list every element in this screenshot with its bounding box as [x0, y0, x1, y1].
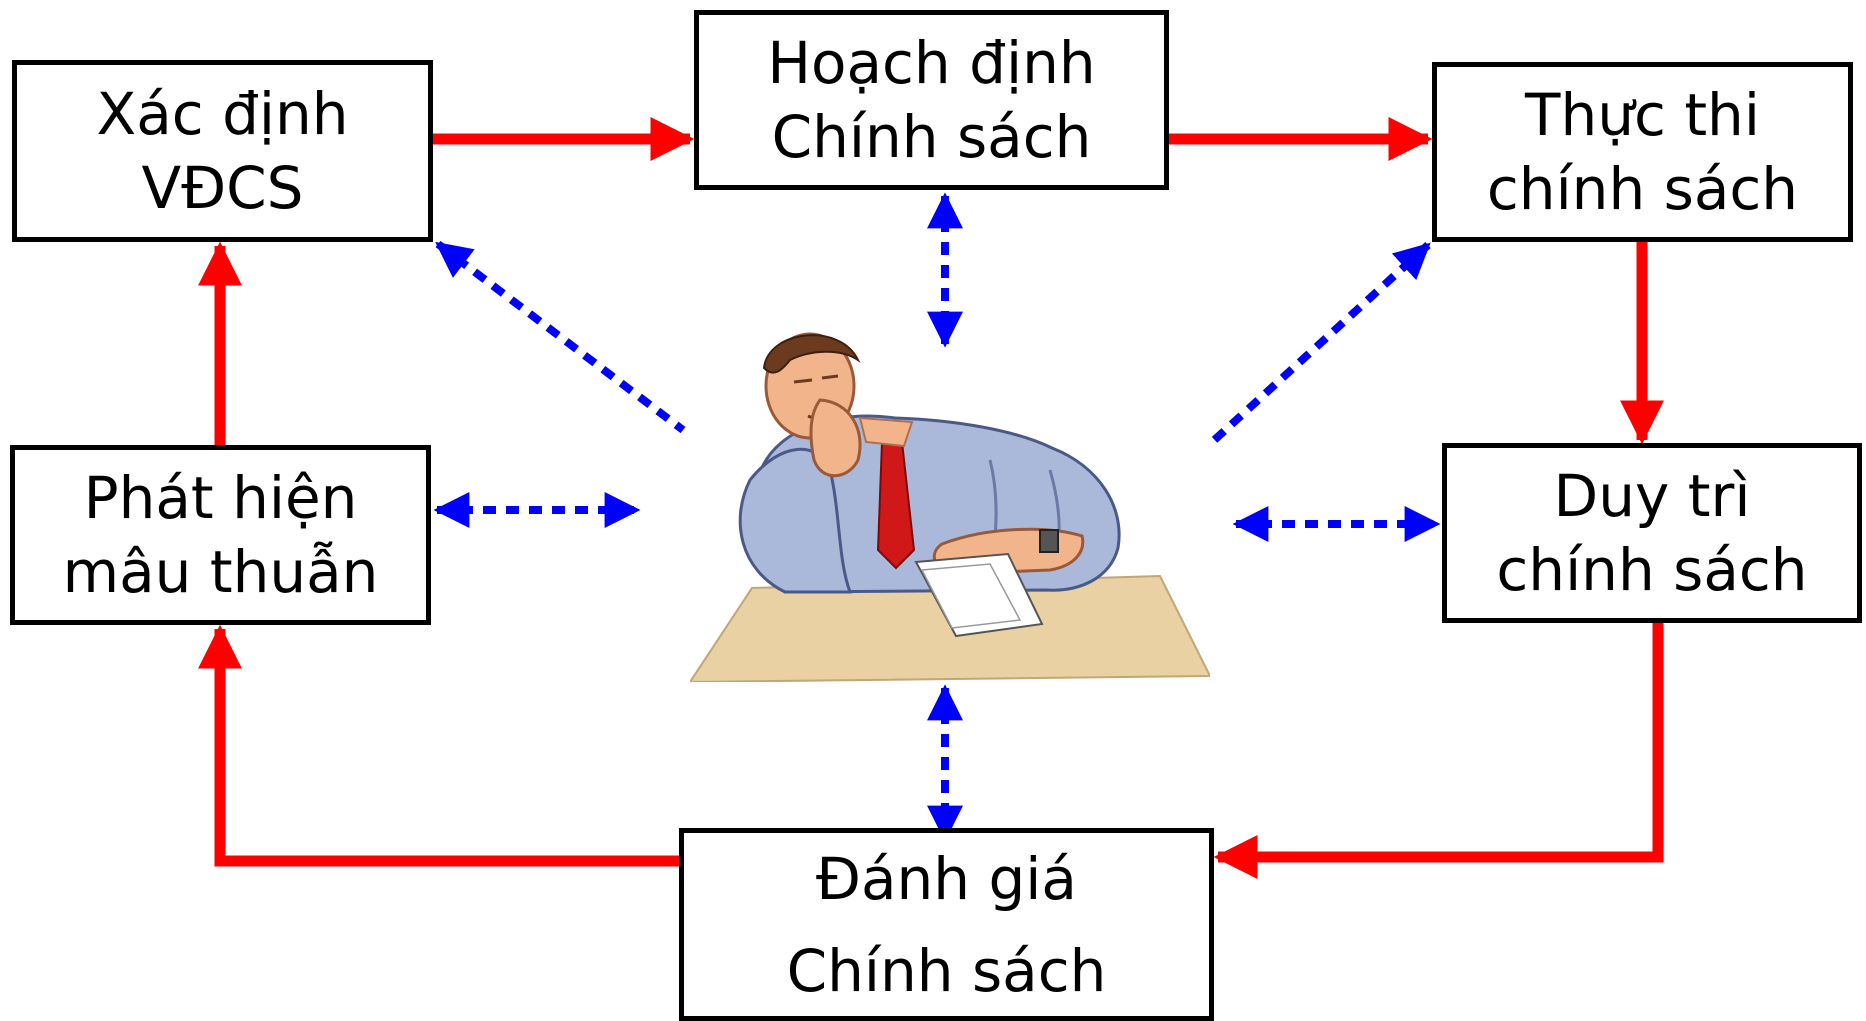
node-label-line2: VĐCS [141, 154, 304, 222]
node-hoach-dinh-chinh-sach: Hoạch định Chính sách [694, 10, 1169, 190]
node-phat-hien-mau-thuan: Phát hiện mâu thuẫn [10, 445, 431, 625]
neck [858, 416, 914, 448]
link-arrows [433, 192, 1441, 842]
link-xac-center [435, 240, 686, 434]
node-label-line1: Hoạch định [767, 29, 1096, 97]
node-label-line2: Chính sách [786, 936, 1107, 1005]
node-label-line1: Đánh giá [816, 844, 1077, 913]
paper-sheet-2 [920, 563, 1022, 629]
left-arm [738, 447, 853, 594]
node-label-line2: chính sách [1496, 536, 1808, 604]
link-thuc-center [1207, 242, 1431, 447]
node-xac-dinh-vdcs: Xác định VĐCS [12, 60, 433, 242]
wristwatch [1039, 529, 1059, 553]
node-label-line1: Xác định [96, 80, 349, 148]
cycle-arrows [198, 117, 1664, 879]
node-label-line1: Phát hiện [83, 464, 358, 532]
arrow-danh-to-phat [198, 624, 679, 867]
hand-on-cheek [809, 398, 862, 478]
node-label-line1: Thực thi [1525, 81, 1760, 149]
arrow-duy-to-danh [1213, 623, 1664, 879]
node-label-line2: chính sách [1486, 155, 1799, 223]
node-label-line1: Duy trì [1553, 462, 1751, 530]
node-duy-tri-chinh-sach: Duy trì chính sách [1442, 443, 1862, 623]
tired-man-at-desk-illustration [690, 332, 1210, 682]
node-label-line2: Chính sách [771, 103, 1092, 171]
node-danh-gia-chinh-sach: Đánh giá Chính sách [679, 828, 1214, 1021]
hair [762, 334, 861, 374]
node-thuc-thi-chinh-sach: Thực thi chính sách [1432, 62, 1853, 242]
node-label-line2: mâu thuẫn [62, 538, 379, 606]
